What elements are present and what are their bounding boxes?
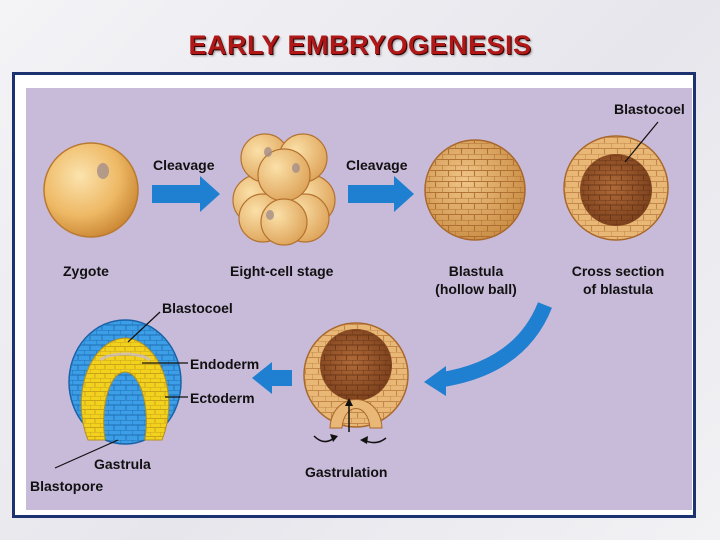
- eight-cell-illustration: [232, 133, 336, 246]
- curved-arrow: [424, 302, 552, 396]
- cleavage-label-2: Cleavage: [346, 157, 408, 173]
- endoderm-label: Endoderm: [190, 356, 260, 372]
- blastocoel-label-top: Blastocoel: [614, 101, 685, 117]
- zygote-label: Zygote: [63, 263, 109, 279]
- slide-title: EARLY EMBRYOGENESIS: [188, 30, 532, 60]
- gastrula-illustration: [54, 311, 188, 469]
- zygote-illustration: [43, 142, 139, 238]
- blastula-illustration: [424, 139, 526, 241]
- eight-cell-label: Eight-cell stage: [230, 263, 334, 279]
- blastula-cross-section: [563, 121, 669, 241]
- gastrulation-arrow: [252, 362, 292, 394]
- of-blastula-label: of blastula: [582, 281, 653, 297]
- blastocoel-label-gastrula: Blastocoel: [162, 300, 233, 316]
- gastrulation-illustration: [303, 322, 409, 444]
- hollow-ball-label: (hollow ball): [435, 281, 517, 297]
- cleavage-arrow-1: [152, 176, 220, 212]
- ectoderm-label: Ectoderm: [190, 390, 255, 406]
- blastula-label: Blastula: [448, 263, 504, 279]
- cleavage-arrow-2: [348, 176, 414, 212]
- blastopore-label: Blastopore: [30, 478, 104, 494]
- cleavage-label-1: Cleavage: [153, 157, 215, 173]
- gastrula-label: Gastrula: [94, 456, 151, 472]
- gastrulation-label: Gastrulation: [305, 464, 388, 480]
- cross-section-label: Cross section: [571, 263, 665, 279]
